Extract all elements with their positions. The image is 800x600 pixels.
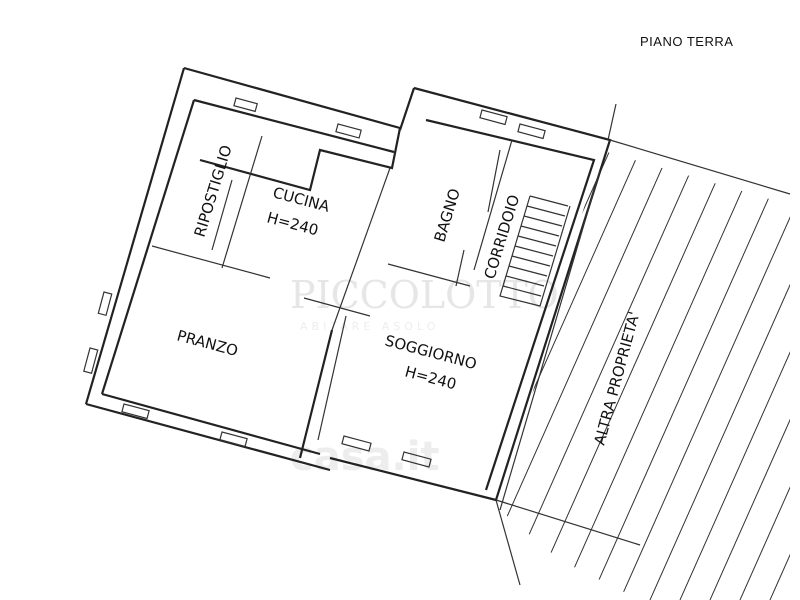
hatch-line [769, 150, 790, 600]
staircase [499, 195, 571, 307]
hatch-line [589, 150, 790, 600]
stair-step [520, 225, 560, 237]
room-label-soggiorno: SOGGIORNO [383, 331, 479, 373]
stair-step [502, 285, 542, 297]
stair-step [508, 265, 548, 277]
hatch-line [619, 150, 790, 600]
hatch-line [529, 150, 731, 600]
walls [83, 66, 791, 586]
hatch-line [679, 150, 790, 600]
stair-step [517, 235, 557, 247]
agency-sub-watermark: ABITARE ASOLO [300, 320, 439, 333]
hatch-line [500, 150, 701, 600]
floor-label: PIANO TERRA [640, 34, 734, 49]
room-label-pranzo: PRANZO [175, 326, 240, 360]
portal-watermark: casa.it [290, 434, 440, 480]
stair-step [505, 275, 545, 287]
room-label-soggiorno-height: H=240 [403, 362, 458, 393]
hatch-line [559, 150, 761, 600]
stair-step [529, 195, 569, 207]
hatch-line [739, 150, 790, 600]
room-label-cucina-height: H=240 [265, 208, 320, 239]
hatch-line [709, 150, 790, 600]
stair-step [511, 255, 551, 267]
hatch-line [649, 150, 790, 600]
room-label-bagno: BAGNO [431, 186, 464, 244]
stair-outline [499, 195, 571, 307]
stair-step [514, 245, 554, 257]
agency-watermark: PICCOLOTTO [290, 273, 559, 317]
stair-step [526, 205, 566, 217]
stair-step [523, 215, 563, 227]
hatched-area [500, 150, 790, 600]
